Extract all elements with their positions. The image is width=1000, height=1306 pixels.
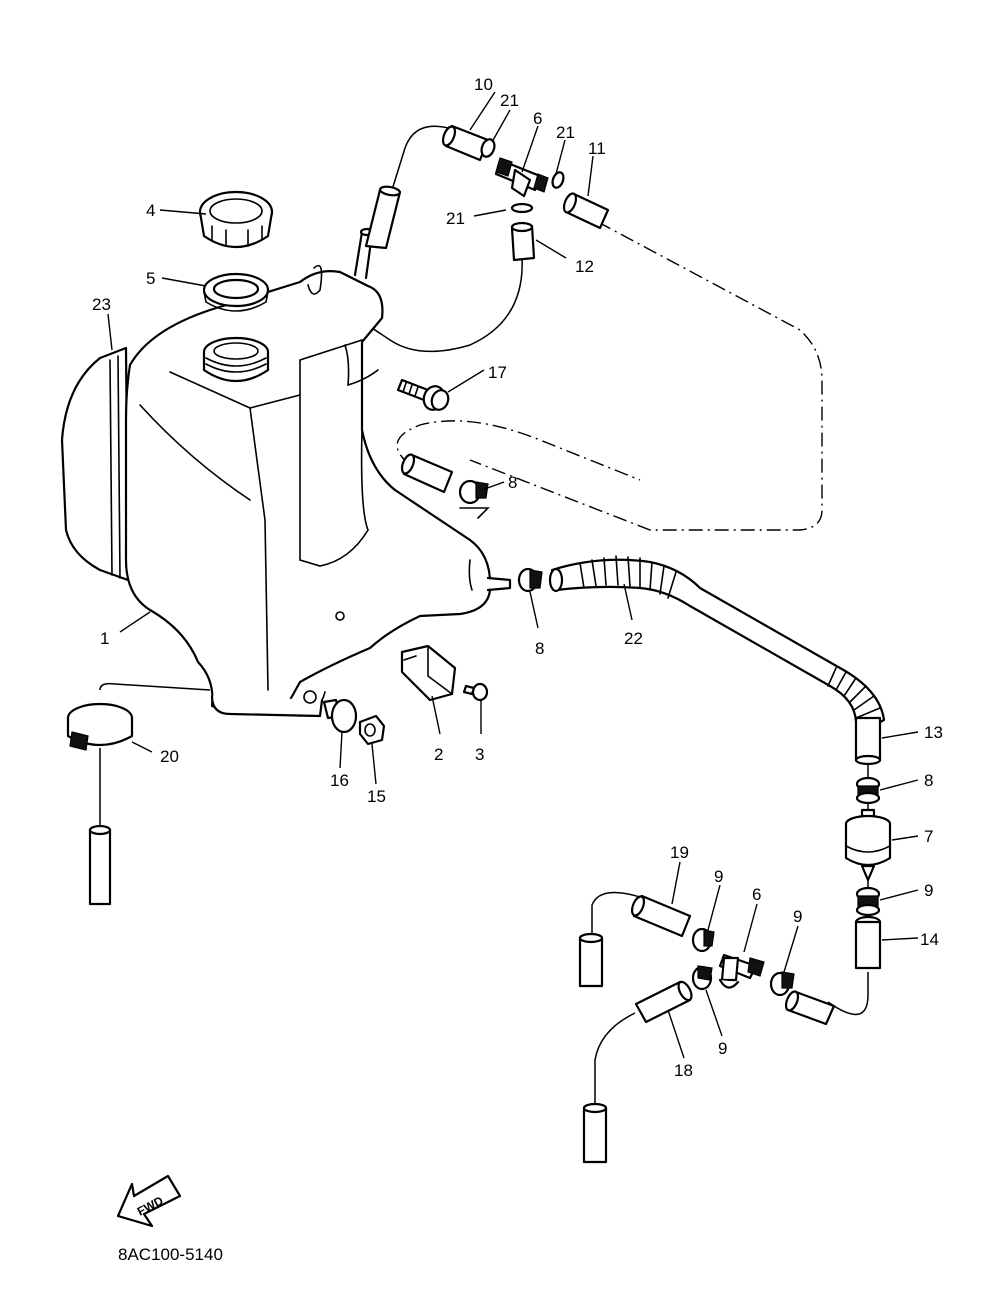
fuel-tank — [124, 227, 512, 718]
callout-7: 7 — [924, 827, 933, 846]
outlet-hose-route-19 — [591, 891, 641, 935]
callout-15: 15 — [367, 787, 386, 806]
hose-clamp-8-filter — [855, 776, 881, 805]
hose-clamp-9-c — [769, 971, 795, 997]
callout-19: 19 — [670, 843, 689, 862]
callout-17: 17 — [488, 363, 507, 382]
fuel-filter — [844, 808, 892, 882]
hose-end-19 — [578, 932, 604, 988]
fuel-hose-22 — [548, 555, 886, 724]
callout-9-c: 9 — [793, 907, 802, 926]
callout-4: 4 — [146, 201, 155, 220]
hose-clamp-9-a — [691, 927, 715, 953]
callout-2: 2 — [434, 745, 443, 764]
hose-clamp-9-filter — [855, 886, 881, 917]
clip-21-upper — [480, 138, 496, 158]
vent-hose-vertical — [364, 185, 402, 250]
callout-8-outlet: 8 — [535, 639, 544, 658]
callout-21-left: 21 — [446, 209, 465, 228]
forward-direction-arrow: FWD — [116, 1174, 182, 1228]
filter-hose-route — [827, 972, 869, 1016]
outlet-hose-route-18 — [594, 1012, 636, 1105]
vent-hose-11 — [562, 192, 610, 230]
hose-clamp-8-upper — [458, 479, 490, 519]
callout-3: 3 — [475, 745, 484, 764]
vent-hose-route-upper — [469, 221, 823, 531]
callout-6-top: 6 — [533, 109, 542, 128]
callout-6-lower: 6 — [752, 885, 761, 904]
side-cover — [60, 346, 130, 582]
joint-hose-to-filter — [784, 990, 836, 1026]
callout-9-a: 9 — [714, 867, 723, 886]
callout-21-right: 21 — [556, 123, 575, 142]
callout-numbers: 10 21 6 21 11 21 12 4 5 23 17 8 8 22 1 2… — [92, 75, 943, 1080]
hose-19 — [630, 894, 692, 938]
band-leader-route — [99, 682, 211, 691]
callout-11: 11 — [588, 139, 606, 158]
vent-hose-10 — [441, 124, 490, 162]
callout-20: 20 — [160, 747, 179, 766]
callout-10: 10 — [474, 75, 493, 94]
bolt-17 — [396, 378, 450, 411]
callout-22: 22 — [624, 629, 643, 648]
drain-hose — [88, 824, 112, 906]
vent-hose-route-loop — [396, 420, 641, 481]
hose-clamp-8-outlet — [517, 567, 543, 593]
callout-14: 14 — [920, 930, 939, 949]
callout-1: 1 — [100, 629, 109, 648]
callout-8-upper: 8 — [508, 473, 517, 492]
clip-21-lower — [510, 202, 534, 214]
callout-12: 12 — [575, 257, 594, 276]
hose-13 — [854, 716, 882, 766]
clip-21-mid — [551, 171, 565, 189]
callout-13: 13 — [924, 723, 943, 742]
hose-14 — [854, 915, 882, 970]
callout-8-filter: 8 — [924, 771, 933, 790]
callout-23: 23 — [92, 295, 111, 314]
callout-5: 5 — [146, 269, 155, 288]
callout-9-filter: 9 — [924, 881, 933, 900]
tank-vent-hose — [400, 453, 454, 494]
hose-end-18 — [582, 1102, 608, 1164]
overflow-hose-route — [391, 125, 449, 191]
callout-18: 18 — [674, 1061, 693, 1080]
tank-band-20 — [66, 702, 134, 751]
vent-joint-6-top — [494, 157, 549, 198]
fuel-cap — [198, 190, 274, 248]
screw-3 — [462, 682, 489, 702]
damper-16 — [322, 698, 358, 734]
hose-clamp-9-b — [691, 965, 713, 991]
callout-9-b: 9 — [718, 1039, 727, 1058]
leader-lines — [107, 91, 919, 1059]
collar-15 — [358, 714, 386, 746]
fuel-joint-6 — [718, 953, 765, 989]
bracket-2 — [400, 644, 457, 702]
catalog-code: 8AC100-5140 — [118, 1245, 223, 1264]
hose-18 — [634, 980, 693, 1024]
vent-hose-12 — [510, 221, 536, 262]
breather-hose-route — [329, 257, 523, 353]
callout-16: 16 — [330, 771, 349, 790]
cap-seal — [202, 272, 270, 312]
callout-21-top: 21 — [500, 91, 519, 110]
